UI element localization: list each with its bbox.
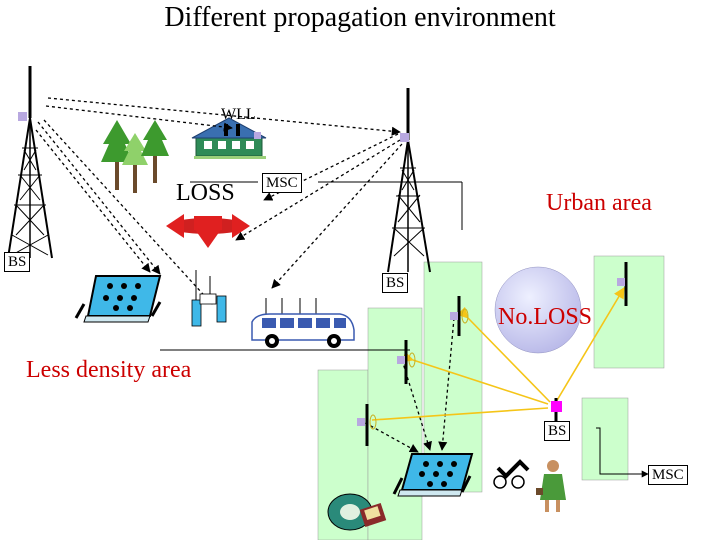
person-icon	[536, 460, 566, 512]
loss-arrow-icon	[166, 214, 250, 248]
left-tower-icon	[7, 66, 53, 259]
noloss-label: No.LOSS	[498, 304, 593, 330]
less-density-label: Less density area	[26, 357, 192, 383]
urban-buildings	[317, 255, 665, 540]
center-tower-icon	[387, 88, 431, 273]
trees	[101, 120, 169, 193]
urban-antenna-poles	[357, 262, 628, 446]
urban-area-label: Urban area	[546, 190, 652, 216]
bs-msc-connector	[596, 427, 649, 478]
wll-label: WLL	[221, 106, 256, 123]
building-2	[367, 307, 423, 540]
bs-bottom-label: BS	[544, 421, 571, 441]
media-device-icon	[327, 493, 387, 531]
building-4	[593, 255, 665, 369]
wll-antenna	[254, 132, 261, 139]
bs-center-label: BS	[382, 273, 409, 293]
page-title: Different propagation environment	[164, 2, 556, 33]
bs-left-label: BS	[4, 252, 31, 272]
noloss-circle	[494, 266, 582, 354]
center-tower-antenna	[400, 133, 409, 142]
handset-icons	[191, 270, 227, 327]
signal-paths	[35, 97, 455, 453]
msc-bottom-label: MSC	[648, 465, 688, 485]
terminal-left-icon	[74, 275, 162, 323]
msc-top-label: MSC	[262, 173, 302, 193]
loss-label: LOSS	[176, 180, 235, 206]
building-5	[581, 397, 629, 481]
headset-icon	[493, 459, 530, 489]
bs-bottom-node	[551, 401, 562, 412]
urban-signal-paths	[371, 287, 625, 421]
terminal-bottom-icon	[392, 453, 474, 497]
left-tower-antenna	[18, 112, 27, 121]
van-icon	[251, 298, 355, 348]
